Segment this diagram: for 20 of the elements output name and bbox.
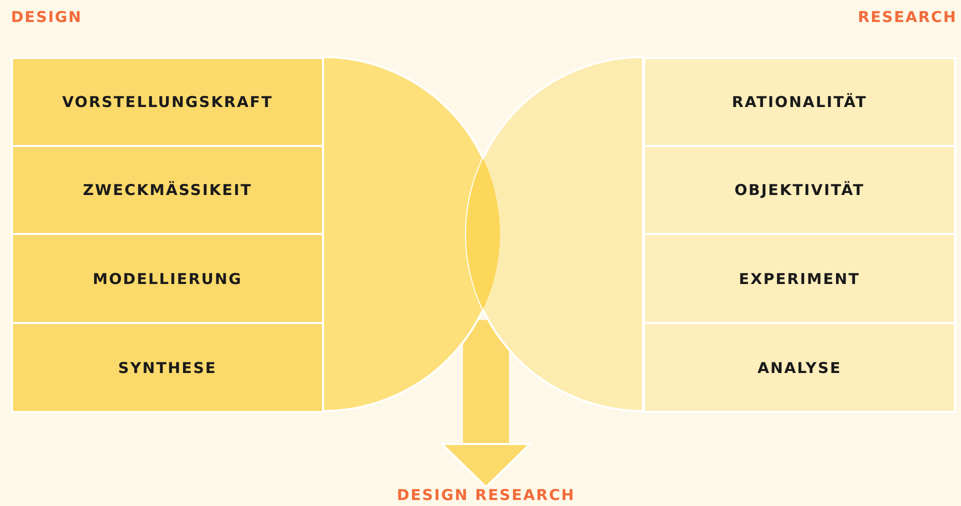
term-box xyxy=(11,233,324,324)
term-box xyxy=(643,322,956,413)
term-box xyxy=(11,322,324,413)
term-text: OBJEKTIVITÄT xyxy=(734,181,864,199)
term-text: MODELLIERUNG xyxy=(92,270,242,288)
term-text: ZWECKMÄSSIKEIT xyxy=(82,181,252,199)
term-box xyxy=(643,233,956,324)
term-box xyxy=(11,145,324,235)
term-text: SYNTHESE xyxy=(118,358,217,376)
result-label: DESIGN RESEARCH xyxy=(396,486,576,504)
category-heading: DESIGN xyxy=(11,8,82,26)
term-text: EXPERIMENT xyxy=(738,270,860,288)
term-box xyxy=(11,57,324,147)
term-text: ANALYSE xyxy=(757,358,842,376)
term-text: VORSTELLUNGSKRAFT xyxy=(62,93,273,111)
term-box xyxy=(643,145,956,235)
term-box xyxy=(643,57,956,147)
category-heading: RESEARCH xyxy=(858,8,957,26)
term-text: RATIONALITÄT xyxy=(732,93,868,111)
block-arrow xyxy=(441,320,531,488)
